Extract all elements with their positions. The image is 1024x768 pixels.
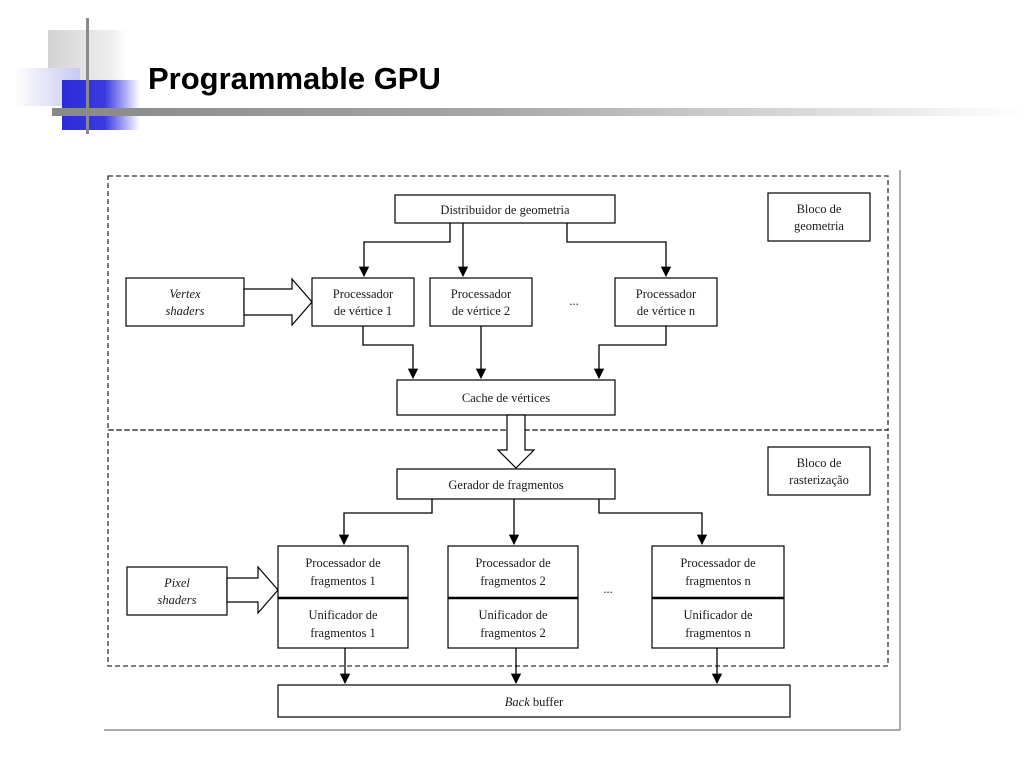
vertex-processor-2-label-line1: Processador bbox=[451, 287, 512, 301]
back-buffer-box: Back buffer bbox=[277, 684, 791, 718]
vertex-cache-label: Cache de vértices bbox=[462, 391, 550, 405]
rasterization-block-outline bbox=[107, 429, 889, 667]
rasterization-block-label-line2: rasterização bbox=[789, 473, 849, 487]
vertex-processors-ellipsis: ... bbox=[569, 294, 578, 308]
fragment-processor-n-label-line2: fragmentos n bbox=[685, 574, 751, 588]
slide-title: Programmable GPU bbox=[148, 61, 441, 96]
fragment-stack-n: Processador de fragmentos n Unificador d… bbox=[651, 545, 785, 649]
fragment-processor-1-label-line1: Processador de bbox=[305, 556, 381, 570]
vertex-processor-2-label-line2: de vértice 2 bbox=[452, 304, 510, 318]
geometry-block-label-line1: Bloco de bbox=[797, 202, 842, 216]
vertex-processor-1-box: Processador de vértice 1 bbox=[311, 277, 415, 327]
connector-vpn-to-cache bbox=[593, 326, 667, 380]
vertex-processor-2-box: Processador de vértice 2 bbox=[429, 277, 533, 327]
fragment-stack-2: Processador de fragmentos 2 Unificador d… bbox=[447, 545, 579, 649]
cache-to-generator-hollow-arrow bbox=[496, 414, 536, 469]
vertex-shaders-box: Vertex shaders bbox=[125, 277, 245, 327]
connector-distributor-to-vpn bbox=[566, 223, 672, 278]
vertex-processor-1-label-line1: Processador bbox=[333, 287, 394, 301]
title-decoration-blue-square bbox=[62, 80, 140, 130]
fragment-unifier-2-label-line2: fragmentos 2 bbox=[480, 626, 546, 640]
pixel-shaders-box: Pixel shaders bbox=[126, 566, 228, 616]
connector-generator-to-fpn bbox=[598, 499, 708, 546]
fragment-unifier-n-label-line2: fragmentos n bbox=[685, 626, 751, 640]
back-buffer-label-rest: buffer bbox=[533, 695, 564, 709]
geometry-distributor-box: Distribuidor de geometria bbox=[394, 194, 616, 224]
vertex-processor-n-box: Processador de vértice n bbox=[614, 277, 718, 327]
title-underline bbox=[52, 108, 1024, 116]
fragment-stack-1: Processador de fragmentos 1 Unificador d… bbox=[277, 545, 409, 649]
fragment-unifier-1-label-line2: fragmentos 1 bbox=[310, 626, 376, 640]
vertex-shaders-label-line1: Vertex bbox=[169, 287, 201, 301]
vertex-cache-box: Cache de vértices bbox=[396, 379, 616, 416]
title-decoration-vertical-line bbox=[86, 18, 89, 134]
vertex-processor-1-label-line2: de vértice 1 bbox=[334, 304, 392, 318]
fragment-unifier-2-label-line1: Unificador de bbox=[478, 608, 548, 622]
geometry-distributor-label: Distribuidor de geometria bbox=[440, 203, 570, 217]
fragment-processor-2-label-line1: Processador de bbox=[475, 556, 551, 570]
connector-generator-to-fp1 bbox=[338, 499, 433, 546]
vertex-processor-n-label-line1: Processador bbox=[636, 287, 697, 301]
fragment-processors-ellipsis: ... bbox=[603, 582, 612, 596]
pixel-shaders-hollow-arrow bbox=[226, 565, 279, 615]
fragment-processor-n-label-line1: Processador de bbox=[680, 556, 756, 570]
geometry-block-label: Bloco de geometria bbox=[767, 192, 871, 242]
fragment-generator-box: Gerador de fragmentos bbox=[396, 468, 616, 500]
connector-distributor-to-vp1 bbox=[358, 223, 451, 278]
fragment-unifier-n-label-line1: Unificador de bbox=[683, 608, 753, 622]
fragment-generator-label: Gerador de fragmentos bbox=[448, 478, 563, 492]
back-buffer-label: Back buffer bbox=[505, 695, 564, 709]
pixel-shaders-label-line1: Pixel bbox=[163, 576, 190, 590]
geometry-block-outline bbox=[107, 175, 889, 431]
pixel-shaders-label-line2: shaders bbox=[158, 593, 197, 607]
fragment-unifier-1-label-line1: Unificador de bbox=[308, 608, 378, 622]
vertex-processor-n-label-line2: de vértice n bbox=[637, 304, 696, 318]
rasterization-block-label-line1: Bloco de bbox=[797, 456, 842, 470]
fragment-processor-2-label-line2: fragmentos 2 bbox=[480, 574, 546, 588]
rasterization-block-label: Bloco de rasterização bbox=[767, 446, 871, 496]
vertex-shaders-hollow-arrow bbox=[243, 277, 313, 327]
connector-vp1-to-cache bbox=[362, 326, 419, 380]
back-buffer-label-italic: Back bbox=[505, 695, 530, 709]
vertex-shaders-label-line2: shaders bbox=[166, 304, 205, 318]
geometry-block-label-line2: geometria bbox=[794, 219, 844, 233]
fragment-processor-1-label-line2: fragmentos 1 bbox=[310, 574, 376, 588]
